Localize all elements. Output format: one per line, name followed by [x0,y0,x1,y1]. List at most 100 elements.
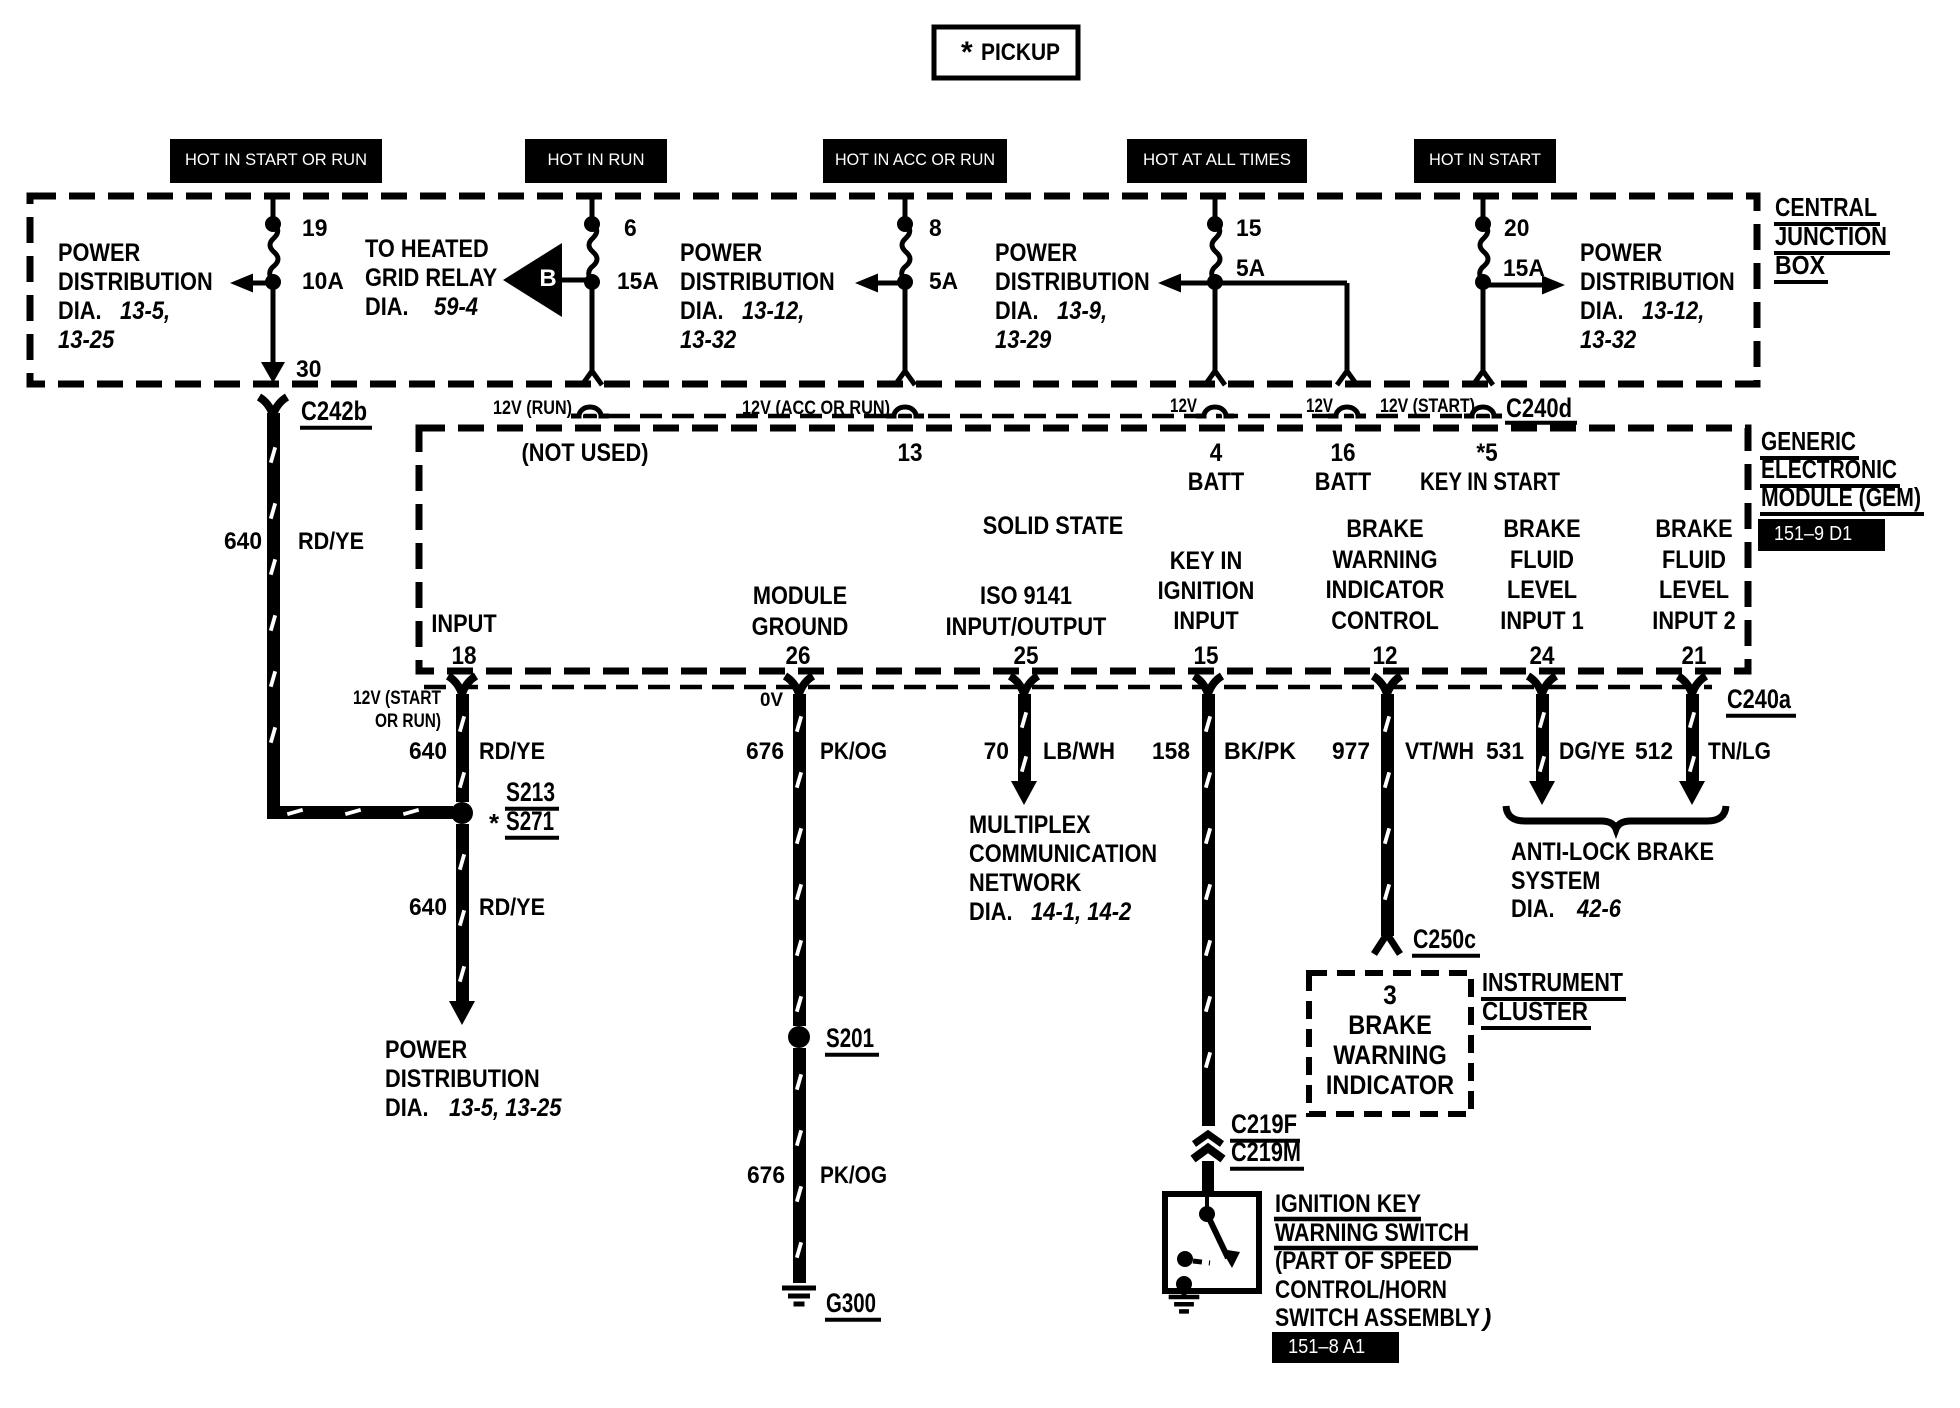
svg-text:INDICATOR: INDICATOR [1326,1070,1454,1100]
svg-text:WARNING SWITCH: WARNING SWITCH [1275,1219,1469,1247]
svg-text:16: 16 [1331,439,1356,467]
svg-text:*: * [489,808,500,838]
svg-text:PK/OG: PK/OG [820,1162,887,1189]
svg-text:CLUSTER: CLUSTER [1482,996,1588,1026]
svg-text:(NOT USED): (NOT USED) [522,439,649,467]
svg-text:ELECTRONIC: ELECTRONIC [1761,454,1897,484]
svg-text:12V (RUN): 12V (RUN) [493,398,572,419]
svg-text:24: 24 [1530,642,1555,670]
svg-text:640: 640 [224,528,262,555]
svg-text:15A: 15A [617,268,659,295]
svg-text:PK/OG: PK/OG [820,738,887,765]
svg-text:RD/YE: RD/YE [479,738,545,765]
svg-text:21: 21 [1682,642,1707,670]
svg-text:ISO 9141: ISO 9141 [980,582,1072,610]
svg-text:ANTI-LOCK BRAKE: ANTI-LOCK BRAKE [1511,838,1714,866]
svg-text:DISTRIBUTION: DISTRIBUTION [995,268,1150,296]
svg-text:GROUND: GROUND [752,613,849,641]
svg-text:12V (START): 12V (START) [1380,396,1475,417]
svg-text:OR RUN): OR RUN) [375,711,441,732]
svg-text:25: 25 [1014,642,1039,670]
svg-text:13-12,: 13-12, [1642,297,1704,325]
svg-text:COMMUNICATION: COMMUNICATION [969,840,1157,868]
svg-text:DG/YE: DG/YE [1559,738,1625,765]
svg-text:BRAKE: BRAKE [1348,1010,1432,1040]
svg-text:LEVEL: LEVEL [1659,576,1729,604]
svg-text:KEY IN START: KEY IN START [1420,468,1560,496]
svg-text:INDICATOR: INDICATOR [1326,576,1445,604]
svg-text:C240d: C240d [1506,393,1572,423]
svg-text:): ) [1480,1304,1491,1332]
svg-text:151–9 D1: 151–9 D1 [1774,523,1852,545]
svg-text:HOT IN ACC OR RUN: HOT IN ACC OR RUN [835,150,995,169]
svg-text:BOX: BOX [1775,250,1826,280]
svg-text:19: 19 [302,215,327,242]
svg-text:6: 6 [624,215,637,242]
svg-text:INSTRUMENT: INSTRUMENT [1482,967,1623,997]
svg-text:5A: 5A [1236,255,1265,282]
svg-text:DISTRIBUTION: DISTRIBUTION [680,268,835,296]
svg-text:13-29: 13-29 [995,326,1051,354]
svg-text:15A: 15A [1503,255,1545,282]
svg-text:G300: G300 [826,1288,876,1318]
svg-text:12V (START: 12V (START [353,688,441,709]
svg-text:676: 676 [747,1162,785,1189]
svg-text:INPUT: INPUT [431,610,496,638]
svg-text:BRAKE: BRAKE [1655,515,1732,543]
svg-text:LEVEL: LEVEL [1507,576,1577,604]
svg-text:DISTRIBUTION: DISTRIBUTION [1580,268,1735,296]
svg-text:BRAKE: BRAKE [1346,515,1423,543]
svg-text:POWER: POWER [58,239,140,267]
svg-text:59-4: 59-4 [434,293,478,321]
svg-text:POWER: POWER [995,239,1077,267]
svg-text:13-32: 13-32 [1580,326,1636,354]
svg-text:DIA.: DIA. [969,898,1013,926]
svg-text:PICKUP: PICKUP [981,39,1060,66]
svg-text:26: 26 [786,642,811,670]
svg-text:TN/LG: TN/LG [1708,738,1771,765]
svg-text:INPUT/OUTPUT: INPUT/OUTPUT [946,613,1107,641]
svg-text:42-6: 42-6 [1576,895,1622,923]
svg-text:GRID RELAY: GRID RELAY [365,264,497,292]
svg-text:NETWORK: NETWORK [969,869,1081,897]
svg-text:IGNITION KEY: IGNITION KEY [1275,1190,1421,1218]
svg-text:(PART OF SPEED: (PART OF SPEED [1275,1247,1452,1275]
svg-text:BRAKE: BRAKE [1503,515,1580,543]
svg-text:12V: 12V [1170,396,1197,417]
svg-text:HOT IN START: HOT IN START [1429,150,1541,169]
svg-text:5A: 5A [929,268,958,295]
svg-text:DISTRIBUTION: DISTRIBUTION [385,1065,540,1093]
svg-text:14-1, 14-2: 14-1, 14-2 [1031,898,1131,926]
svg-text:BATT: BATT [1315,468,1371,496]
svg-text:FLUID: FLUID [1510,546,1574,574]
svg-text:VT/WH: VT/WH [1405,738,1474,765]
svg-text:12: 12 [1373,642,1398,670]
svg-text:DIA.: DIA. [995,297,1039,325]
svg-text:CONTROL/HORN: CONTROL/HORN [1275,1276,1447,1304]
svg-text:TO HEATED: TO HEATED [365,235,489,263]
svg-text:13-5,: 13-5, [120,297,170,325]
svg-text:13: 13 [898,439,923,467]
svg-text:10A: 10A [302,268,344,295]
svg-text:LB/WH: LB/WH [1043,738,1115,765]
svg-text:C219F: C219F [1231,1109,1297,1139]
svg-text:POWER: POWER [1580,239,1662,267]
svg-text:WARNING: WARNING [1333,1040,1447,1070]
svg-text:512: 512 [1635,738,1673,765]
svg-text:INPUT: INPUT [1173,607,1238,635]
svg-text:70: 70 [984,738,1009,765]
svg-text:SYSTEM: SYSTEM [1511,867,1600,895]
svg-text:C240a: C240a [1727,684,1792,714]
svg-text:INPUT 1: INPUT 1 [1500,607,1583,635]
svg-text:12V: 12V [1306,396,1333,417]
svg-text:8: 8 [929,215,942,242]
svg-text:13-32: 13-32 [680,326,736,354]
svg-text:SWITCH ASSEMBLY: SWITCH ASSEMBLY [1275,1304,1480,1332]
svg-text:DIA.: DIA. [1511,895,1555,923]
svg-text:JUNCTION: JUNCTION [1775,221,1887,251]
svg-text:SOLID STATE: SOLID STATE [983,512,1124,540]
svg-text:FLUID: FLUID [1662,546,1726,574]
svg-text:0V: 0V [760,690,783,711]
svg-text:CENTRAL: CENTRAL [1775,192,1877,222]
svg-text:158: 158 [1152,738,1190,765]
